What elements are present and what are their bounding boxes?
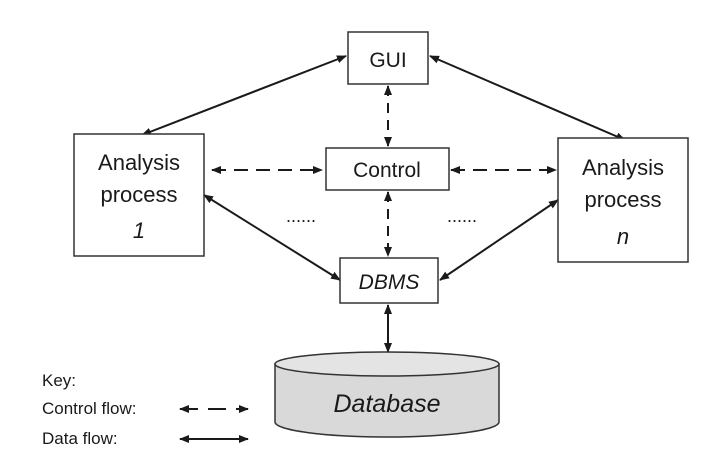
analysis-n-index: n <box>617 224 629 249</box>
analysis-1-line1: Analysis <box>98 150 180 175</box>
legend: Key: Control flow: Data flow: <box>42 371 249 448</box>
analysis-n-line2: process <box>584 187 661 212</box>
edges <box>141 55 626 353</box>
ellipsis-left: ...... <box>286 206 316 226</box>
edge-dbms-analysisn <box>439 199 559 281</box>
control-label: Control <box>353 159 421 182</box>
ellipsis-right: ...... <box>447 206 477 226</box>
analysis-process-n-node: Analysis process n <box>557 137 689 263</box>
analysis-1-index: 1 <box>133 218 145 243</box>
legend-title: Key: <box>42 371 76 390</box>
analysis-1-line2: process <box>100 182 177 207</box>
edge-gui-analysis1 <box>141 55 347 136</box>
legend-control-flow-label: Control flow: <box>42 399 136 418</box>
edge-gui-analysisn <box>429 55 626 141</box>
edge-analysis1-dbms <box>203 194 341 281</box>
dbms-label: DBMS <box>359 271 420 294</box>
gui-label: GUI <box>369 49 406 72</box>
legend-data-flow-label: Data flow: <box>42 429 118 448</box>
control-node: Control <box>325 147 450 191</box>
database-label: Database <box>333 390 440 418</box>
dbms-node: DBMS <box>339 257 439 304</box>
analysis-process-1-node: Analysis process 1 <box>73 133 205 257</box>
database-cylinder: Database <box>274 351 500 438</box>
gui-node: GUI <box>347 31 429 85</box>
analysis-n-line1: Analysis <box>582 155 664 180</box>
